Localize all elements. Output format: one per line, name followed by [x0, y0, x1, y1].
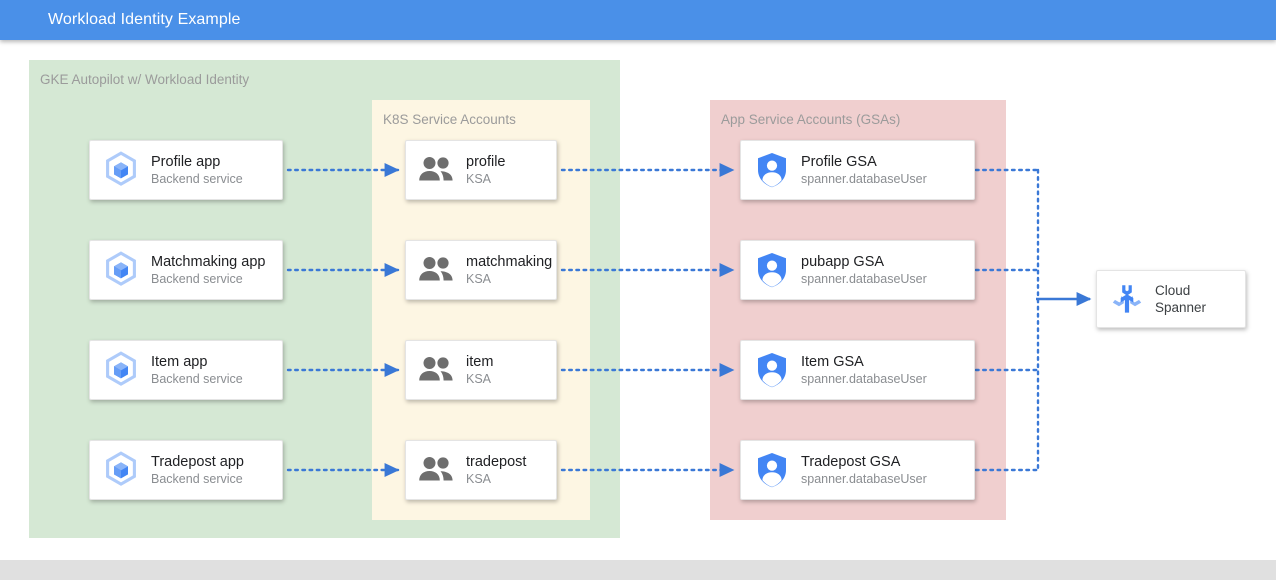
group-gke-autopilot-label: GKE Autopilot w/ Workload Identity	[40, 72, 250, 87]
card-gsa-pubapp-text: pubapp GSA spanner.databaseUser	[801, 253, 966, 288]
card-title: Tradepost GSA	[801, 453, 901, 470]
card-gsa-pubapp[interactable]: pubapp GSA spanner.databaseUser	[740, 240, 975, 300]
shield-person-icon	[753, 250, 791, 290]
card-title: tradepost	[466, 453, 527, 470]
card-subtitle: KSA	[466, 171, 492, 186]
card-gsa-item-text: Item GSA spanner.databaseUser	[801, 353, 966, 388]
shield-person-icon	[753, 350, 791, 390]
card-title: Profile app	[151, 153, 221, 170]
card-title: Item GSA	[801, 353, 864, 370]
card-app-matchmaking[interactable]: Matchmaking app Backend service	[89, 240, 283, 300]
shield-person-icon	[753, 450, 791, 490]
group-app-service-accounts-label: App Service Accounts (GSAs)	[721, 112, 901, 127]
card-ksa-item[interactable]: item KSA	[405, 340, 557, 400]
card-gsa-profile-text: Profile GSA spanner.databaseUser	[801, 153, 966, 188]
card-title: Profile GSA	[801, 153, 877, 170]
card-subtitle: spanner.databaseUser	[801, 271, 927, 286]
card-subtitle: KSA	[466, 471, 492, 486]
card-app-matchmaking-text: Matchmaking app Backend service	[151, 253, 274, 288]
card-app-profile[interactable]: Profile app Backend service	[89, 140, 283, 200]
card-title: item	[466, 353, 494, 370]
people-icon	[416, 452, 456, 488]
card-subtitle: spanner.databaseUser	[801, 371, 927, 386]
card-gsa-item[interactable]: Item GSA spanner.databaseUser	[740, 340, 975, 400]
card-ksa-tradepost[interactable]: tradepost KSA	[405, 440, 557, 500]
card-gsa-tradepost[interactable]: Tradepost GSA spanner.databaseUser	[740, 440, 975, 500]
card-subtitle: spanner.databaseUser	[801, 471, 927, 486]
card-subtitle: Backend service	[151, 171, 243, 186]
people-icon	[416, 352, 456, 388]
card-ksa-matchmaking-text: matchmaking KSA	[466, 253, 553, 288]
card-app-item[interactable]: Item app Backend service	[89, 340, 283, 400]
card-subtitle: spanner.databaseUser	[801, 171, 927, 186]
bottom-strip	[0, 560, 1276, 580]
connector-lines	[286, 163, 1092, 477]
gke-cluster-icon	[100, 449, 142, 491]
card-title: Item app	[151, 353, 208, 370]
card-cloud-spanner[interactable]: Cloud Spanner	[1096, 270, 1246, 328]
card-gsa-profile[interactable]: Profile GSA spanner.databaseUser	[740, 140, 975, 200]
card-cloud-spanner-text: Cloud Spanner	[1155, 282, 1237, 316]
card-ksa-matchmaking[interactable]: matchmaking KSA	[405, 240, 557, 300]
cloud-spanner-icon	[1107, 279, 1147, 319]
card-title: matchmaking	[466, 253, 553, 270]
people-icon	[416, 152, 456, 188]
card-app-tradepost[interactable]: Tradepost app Backend service	[89, 440, 283, 500]
diagram-canvas: GKE Autopilot w/ Workload Identity K8S S…	[0, 40, 1276, 560]
card-ksa-profile-text: profile KSA	[466, 153, 550, 188]
people-icon	[416, 252, 456, 288]
shield-person-icon	[753, 150, 791, 190]
gke-cluster-icon	[100, 249, 142, 291]
card-ksa-item-text: item KSA	[466, 353, 550, 388]
card-title: Tradepost app	[151, 453, 244, 470]
card-gsa-tradepost-text: Tradepost GSA spanner.databaseUser	[801, 453, 966, 488]
group-k8s-service-accounts-label: K8S Service Accounts	[383, 112, 516, 127]
card-title: profile	[466, 153, 506, 170]
window-title-bar: Workload Identity Example	[0, 0, 1276, 40]
card-subtitle: KSA	[466, 271, 492, 286]
page-title: Workload Identity Example	[48, 11, 241, 28]
card-title: Matchmaking app	[151, 253, 266, 270]
card-subtitle: KSA	[466, 371, 492, 386]
card-ksa-tradepost-text: tradepost KSA	[466, 453, 550, 488]
card-subtitle: Backend service	[151, 271, 243, 286]
card-subtitle: Backend service	[151, 471, 243, 486]
card-ksa-profile[interactable]: profile KSA	[405, 140, 557, 200]
gke-cluster-icon	[100, 349, 142, 391]
gke-cluster-icon	[100, 149, 142, 191]
card-subtitle: Backend service	[151, 371, 243, 386]
card-app-profile-text: Profile app Backend service	[151, 153, 274, 188]
card-app-item-text: Item app Backend service	[151, 353, 274, 388]
card-app-tradepost-text: Tradepost app Backend service	[151, 453, 274, 488]
card-title: Cloud Spanner	[1155, 283, 1207, 315]
card-title: pubapp GSA	[801, 253, 885, 270]
